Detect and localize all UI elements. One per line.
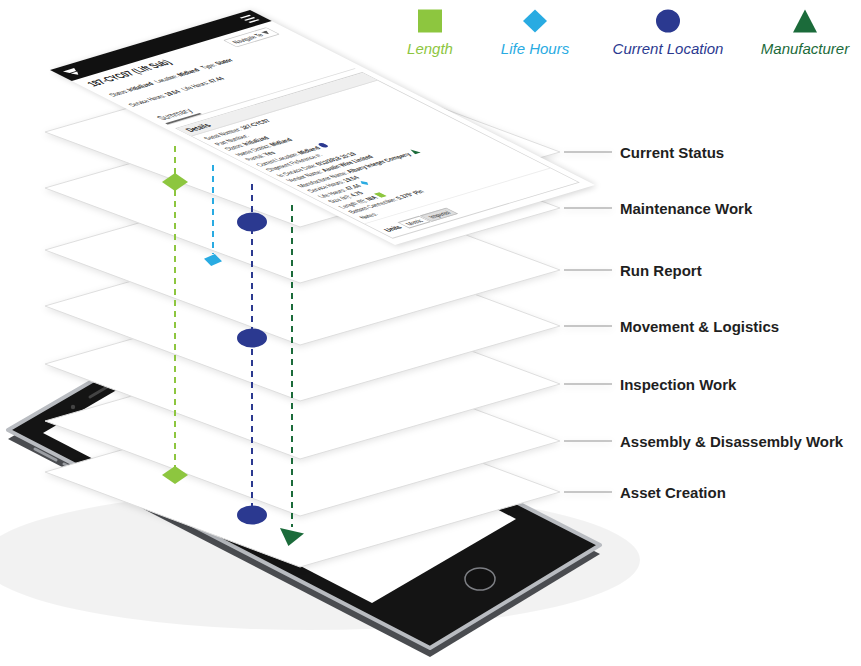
field-value: 187-CYC07	[237, 118, 272, 130]
home-button	[465, 568, 495, 590]
units-label: Units	[382, 225, 404, 233]
legend-label: Manufacturer	[735, 40, 861, 57]
legend-item: Manufacturer	[735, 8, 861, 57]
layer-label: Inspection Work	[620, 376, 736, 393]
legend-swatch	[792, 8, 818, 34]
layer-label: Run Report	[620, 262, 702, 279]
menu-icon-bar	[241, 15, 251, 18]
toggle-label: Imperial	[426, 210, 452, 219]
phone-camera	[71, 405, 75, 409]
trace-line	[291, 205, 293, 527]
legend-swatch	[655, 8, 681, 34]
field-key: Life Hours:	[179, 80, 213, 92]
legend-swatch	[417, 8, 443, 34]
field-value: Midland	[174, 67, 201, 77]
menu-icon-bar	[249, 20, 259, 23]
leader-line	[564, 207, 612, 209]
legend-item: Length	[360, 8, 500, 57]
field-row: Shipment Reference #:	[262, 115, 448, 173]
toggle-label: Metric	[403, 218, 425, 226]
field-marker-shape	[374, 192, 387, 198]
legend-label: Current Location	[598, 40, 738, 57]
asset-meta: Life Hours: 47.44	[178, 75, 227, 92]
leader-line	[564, 325, 612, 327]
trace-line	[212, 165, 214, 254]
field-marker-shape	[317, 143, 330, 149]
legend-swatch	[522, 8, 548, 34]
trace-line	[174, 146, 176, 467]
layer-label: Asset Creation	[620, 484, 726, 501]
trace-marker	[237, 213, 267, 232]
trace-marker	[204, 254, 222, 266]
legend-swatch-shape	[656, 10, 680, 33]
legend-label: Length	[360, 40, 500, 57]
trace-marker	[162, 466, 188, 484]
field-marker-shape	[408, 149, 421, 155]
layer-label: Current Status	[620, 144, 724, 161]
trace-marker	[162, 173, 188, 191]
leader-line	[564, 151, 612, 153]
trace-marker	[280, 528, 304, 546]
legend-swatch-shape	[793, 10, 817, 33]
trace-marker	[237, 506, 267, 525]
leader-line	[564, 440, 612, 442]
leader-line	[564, 491, 612, 493]
field-value: 5.375" Pin	[393, 189, 426, 200]
legend-swatch-shape	[523, 10, 547, 33]
legend-label: Life Hours	[465, 40, 605, 57]
leader-line	[564, 383, 612, 385]
trace-marker	[237, 329, 267, 348]
layer-label: Maintenance Work	[620, 200, 752, 217]
layer-label: Assembly & Disassembly Work	[620, 433, 843, 450]
button-label: Navigate To	[230, 32, 265, 44]
legend-swatch-shape	[418, 10, 442, 33]
phone-side-button	[35, 449, 56, 460]
legend-item: Life Hours	[465, 8, 605, 57]
field-marker-shape	[358, 180, 371, 186]
layer-label: Movement & Logistics	[620, 318, 779, 335]
field-value: Initialized	[124, 81, 155, 92]
leader-line	[564, 269, 612, 271]
legend-item: Current Location	[598, 8, 738, 57]
field-key: Service Hours:	[126, 93, 169, 108]
caret-shape	[261, 31, 272, 35]
logo-mark	[63, 68, 84, 76]
menu-icon-bar	[245, 17, 255, 20]
asset-meta: Type: Stator	[197, 57, 236, 71]
